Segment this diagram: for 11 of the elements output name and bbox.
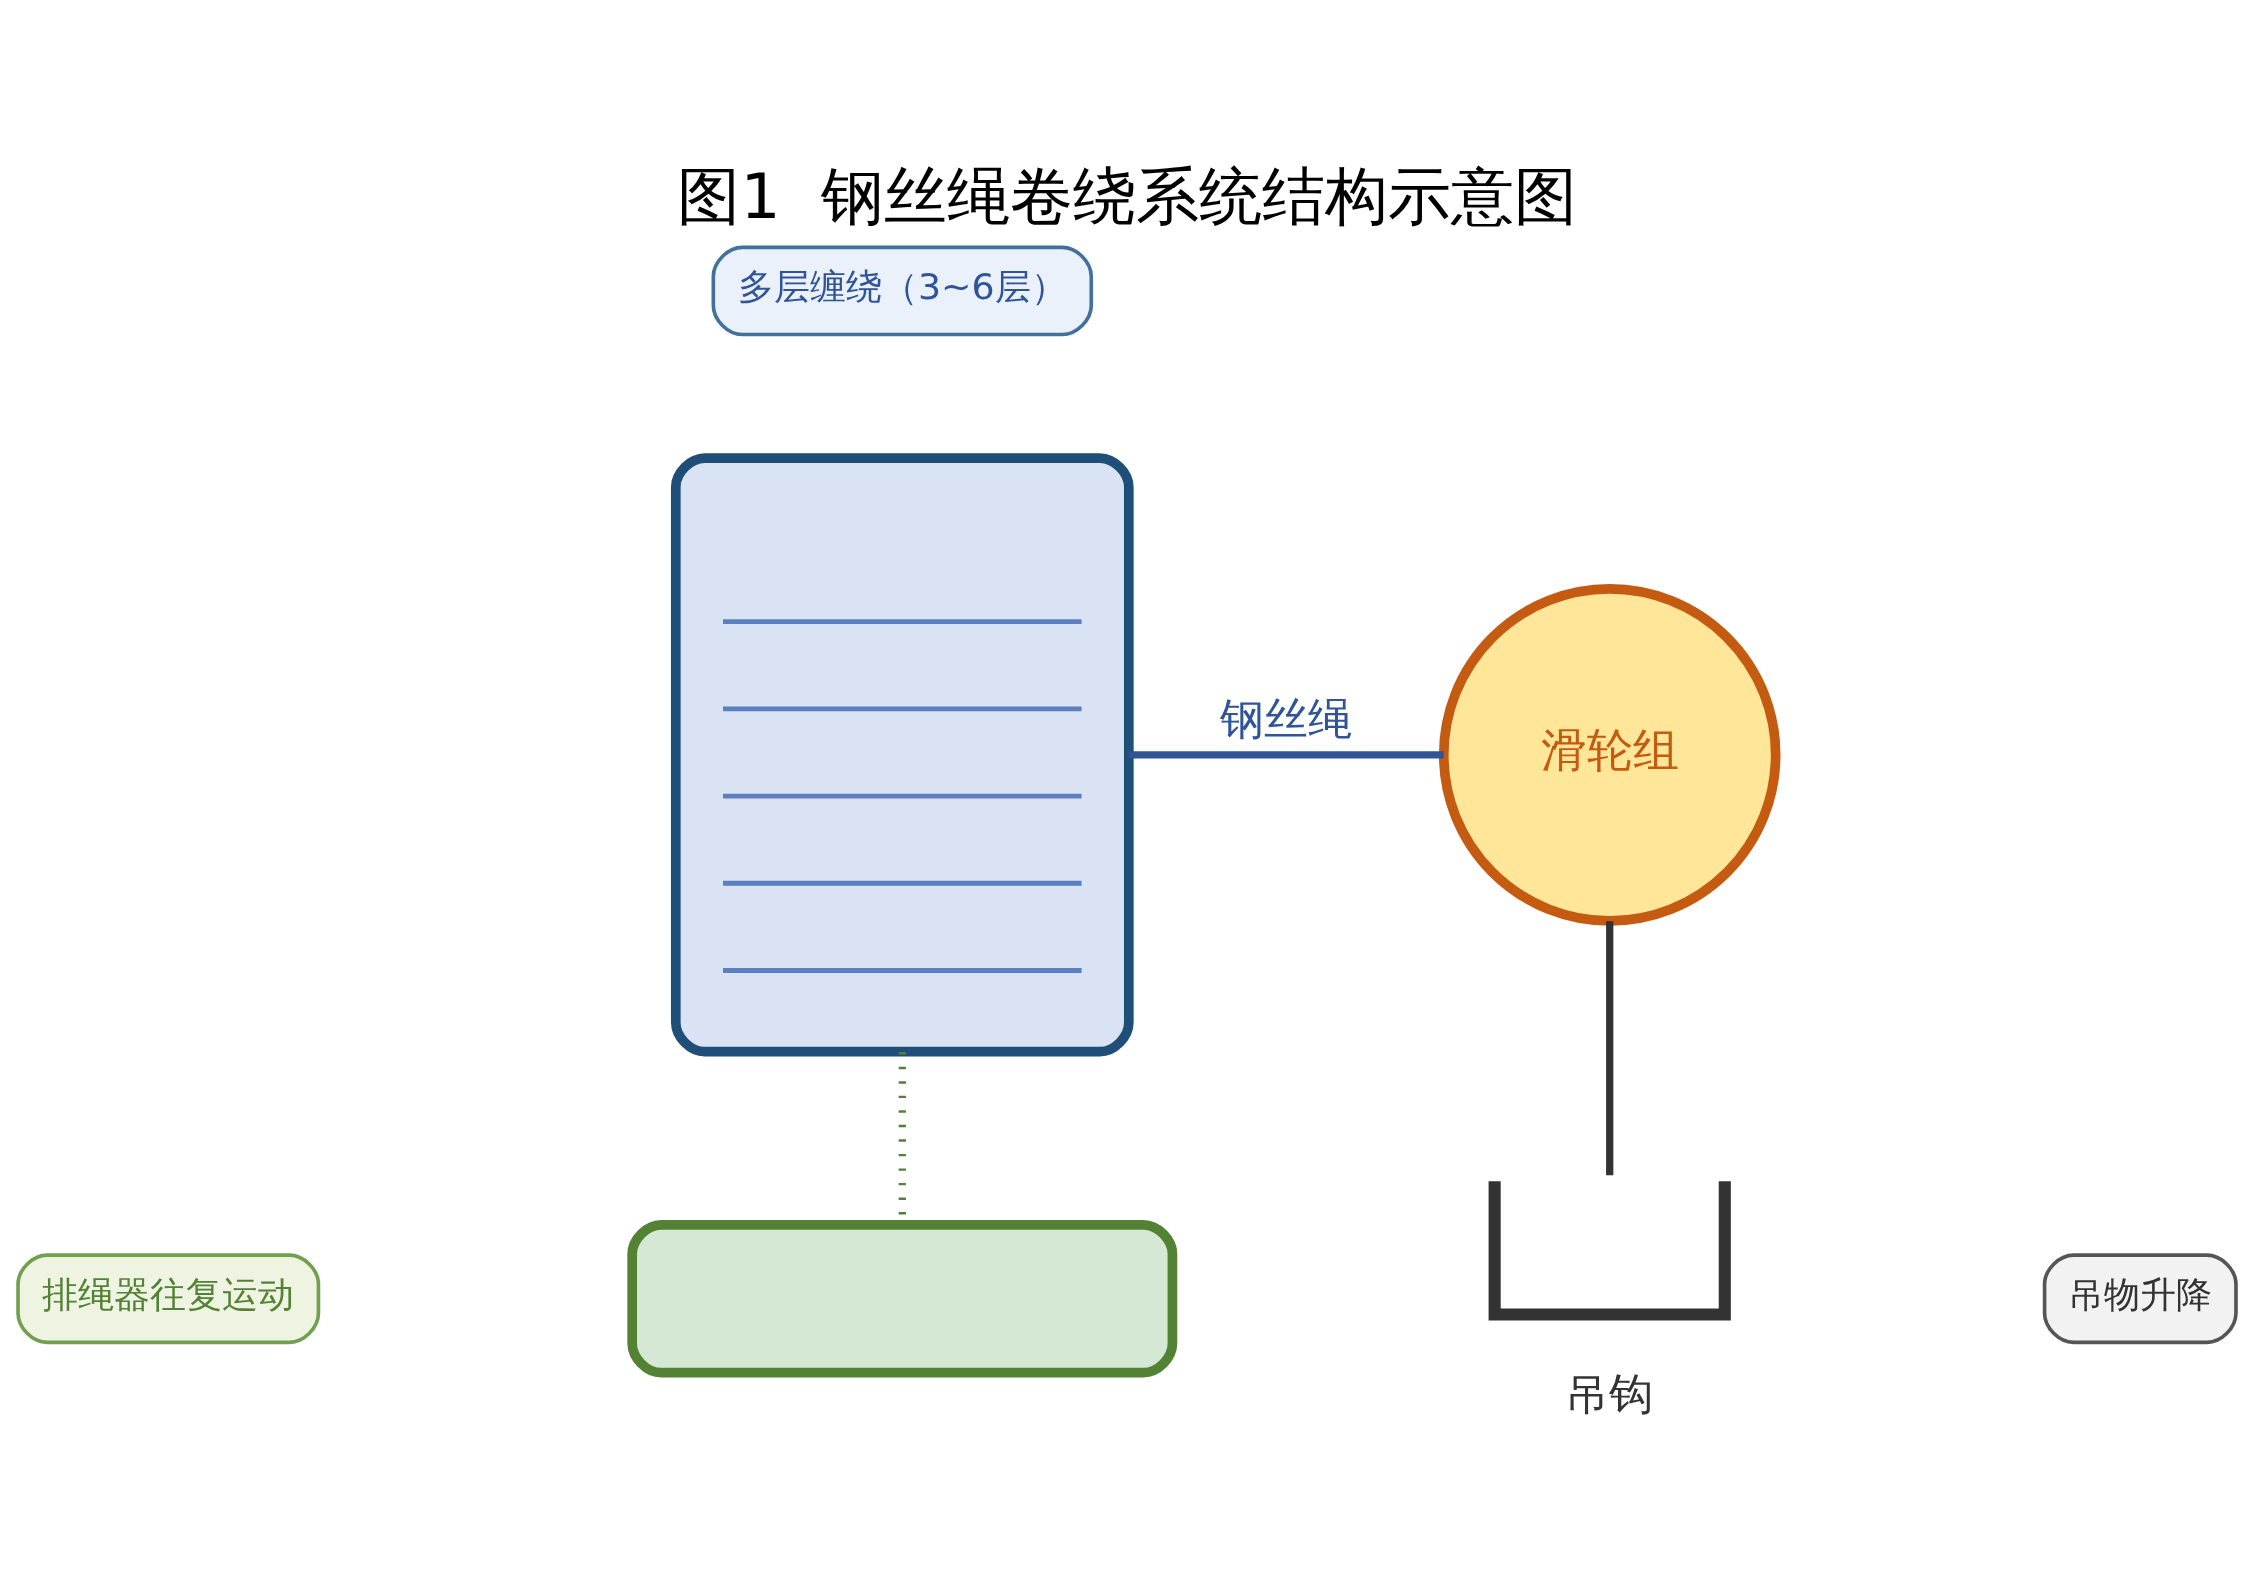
node-box: 多层缠绕（3~6层） xyxy=(711,245,1094,336)
node-box xyxy=(627,1219,1178,1377)
connector xyxy=(1129,750,1444,758)
node-box xyxy=(670,452,1134,1056)
edge-label: 钢丝绳 xyxy=(1220,693,1353,744)
node-circle: 滑轮组 xyxy=(1438,583,1781,926)
node-box: 排绳器往复运动 xyxy=(16,1252,321,1344)
node-text: 吊钩 xyxy=(1564,1368,1653,1419)
connector xyxy=(1606,920,1614,1175)
node-box: 吊物升降 xyxy=(2042,1252,2238,1344)
diagram-title: 图1 钢丝绳卷绕系统结构示意图 xyxy=(677,159,1577,233)
